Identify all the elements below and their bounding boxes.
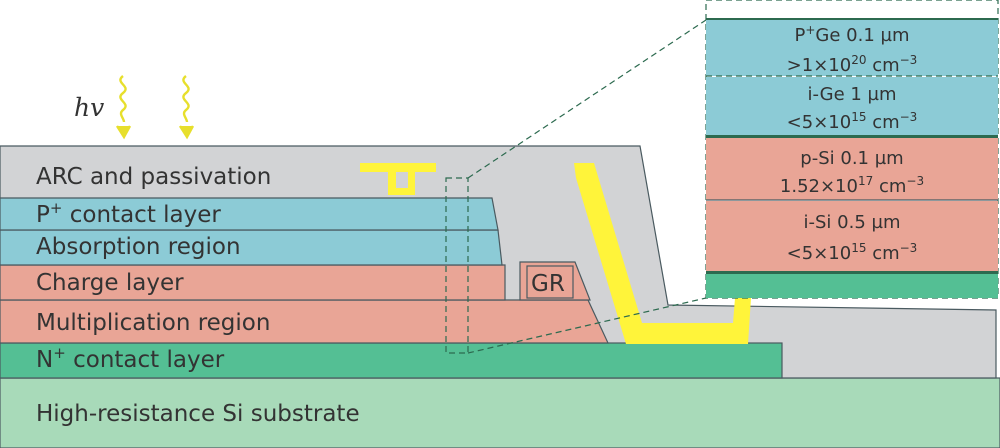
label-absorption: Absorption region xyxy=(36,234,241,260)
label-n-contact-base: N xyxy=(36,347,53,373)
inset-pge-name-base: P xyxy=(795,25,806,46)
inset-ige-doping-prefix: <5×10 xyxy=(787,112,852,133)
inset-isi-doping-unit-exp: −3 xyxy=(900,241,918,255)
zoom-region-marker xyxy=(445,177,469,354)
inset-isi-doping-prefix: <5×10 xyxy=(787,243,852,264)
inset-layer-stack xyxy=(705,0,999,299)
photon-arrowhead-2 xyxy=(178,125,195,140)
zoom-projection-line-top xyxy=(467,19,707,179)
inset-psi-name: p-Si 0.1 µm xyxy=(800,148,903,169)
inset-top-rim xyxy=(706,18,998,20)
label-n-contact-sup: + xyxy=(53,344,66,362)
inset-psi-doping-unit: cm xyxy=(873,176,906,197)
inset-pge-name: P+Ge 0.1 µm xyxy=(795,23,910,46)
inset-pge-doping-exp: 20 xyxy=(851,53,866,67)
inset-ge-si-divider xyxy=(706,135,998,138)
photon-arrow-2 xyxy=(178,75,195,140)
label-substrate: High-resistance Si substrate xyxy=(36,401,360,427)
inset-isi-doping: <5×1015 cm−3 xyxy=(787,241,918,264)
guard-ring-box xyxy=(526,265,574,299)
label-p-contact-rest: contact layer xyxy=(62,202,221,228)
inset-psi-layer xyxy=(706,138,998,200)
label-p-contact-base: P xyxy=(36,202,50,228)
label-arc: ARC and passivation xyxy=(36,164,271,190)
wavy-arrow-down-icon xyxy=(119,75,127,123)
inset-isi-doping-unit: cm xyxy=(866,243,899,264)
inset-isi-layer xyxy=(706,201,998,271)
inset-psi-doping-exp: 17 xyxy=(858,174,873,188)
label-n-contact: N+ contact layer xyxy=(36,344,225,373)
inset-pge-name-sup: + xyxy=(805,23,815,37)
inset-isi-doping-exp: 15 xyxy=(851,241,866,255)
label-n-contact-rest: contact layer xyxy=(66,347,225,373)
inset-pge-doping-prefix: >1×10 xyxy=(787,55,852,76)
n-contact-layer xyxy=(0,342,783,379)
label-p-contact: P+ contact layer xyxy=(36,199,221,228)
label-p-contact-sup: + xyxy=(50,199,63,217)
inset-ige-doping-unit-exp: −3 xyxy=(900,110,918,124)
zoom-projection-line-bottom xyxy=(467,297,707,354)
inset-pge-layer xyxy=(706,20,998,76)
inset-psi-doping-unit-exp: −3 xyxy=(906,174,924,188)
label-guard-ring: GR xyxy=(531,271,565,297)
photon-arrow-1 xyxy=(115,75,132,140)
inset-ige-name: i-Ge 1 µm xyxy=(807,84,896,105)
inset-isi-name: i-Si 0.5 µm xyxy=(804,212,901,233)
inset-pge-doping-unit-exp: −3 xyxy=(900,53,918,67)
inset-n-contact-layer xyxy=(706,274,998,298)
inset-ige-doping: <5×1015 cm−3 xyxy=(787,110,918,133)
top-metal-contact-inner xyxy=(396,172,408,188)
inset-ige-doping-exp: 15 xyxy=(851,110,866,124)
inset-ige-doping-unit: cm xyxy=(866,112,899,133)
photon-arrowhead-1 xyxy=(115,125,132,140)
inset-pge-name-rest: Ge 0.1 µm xyxy=(815,25,909,46)
inset-ige-layer xyxy=(706,77,998,135)
inset-pge-doping-unit: cm xyxy=(866,55,899,76)
label-charge: Charge layer xyxy=(36,270,184,296)
sidewall-metal-contact xyxy=(574,163,751,344)
inset-psi-doping-prefix: 1.52×10 xyxy=(780,176,858,197)
label-multiplication: Multiplication region xyxy=(36,310,270,336)
inset-bottom-rim xyxy=(706,271,998,274)
p-contact-layer xyxy=(0,197,499,231)
inset-psi-doping: 1.52×1017 cm−3 xyxy=(780,174,924,197)
photon-label: hv xyxy=(74,93,104,122)
wavy-arrow-down-icon xyxy=(182,75,190,123)
inset-pge-doping: >1×1020 cm−3 xyxy=(787,53,918,76)
